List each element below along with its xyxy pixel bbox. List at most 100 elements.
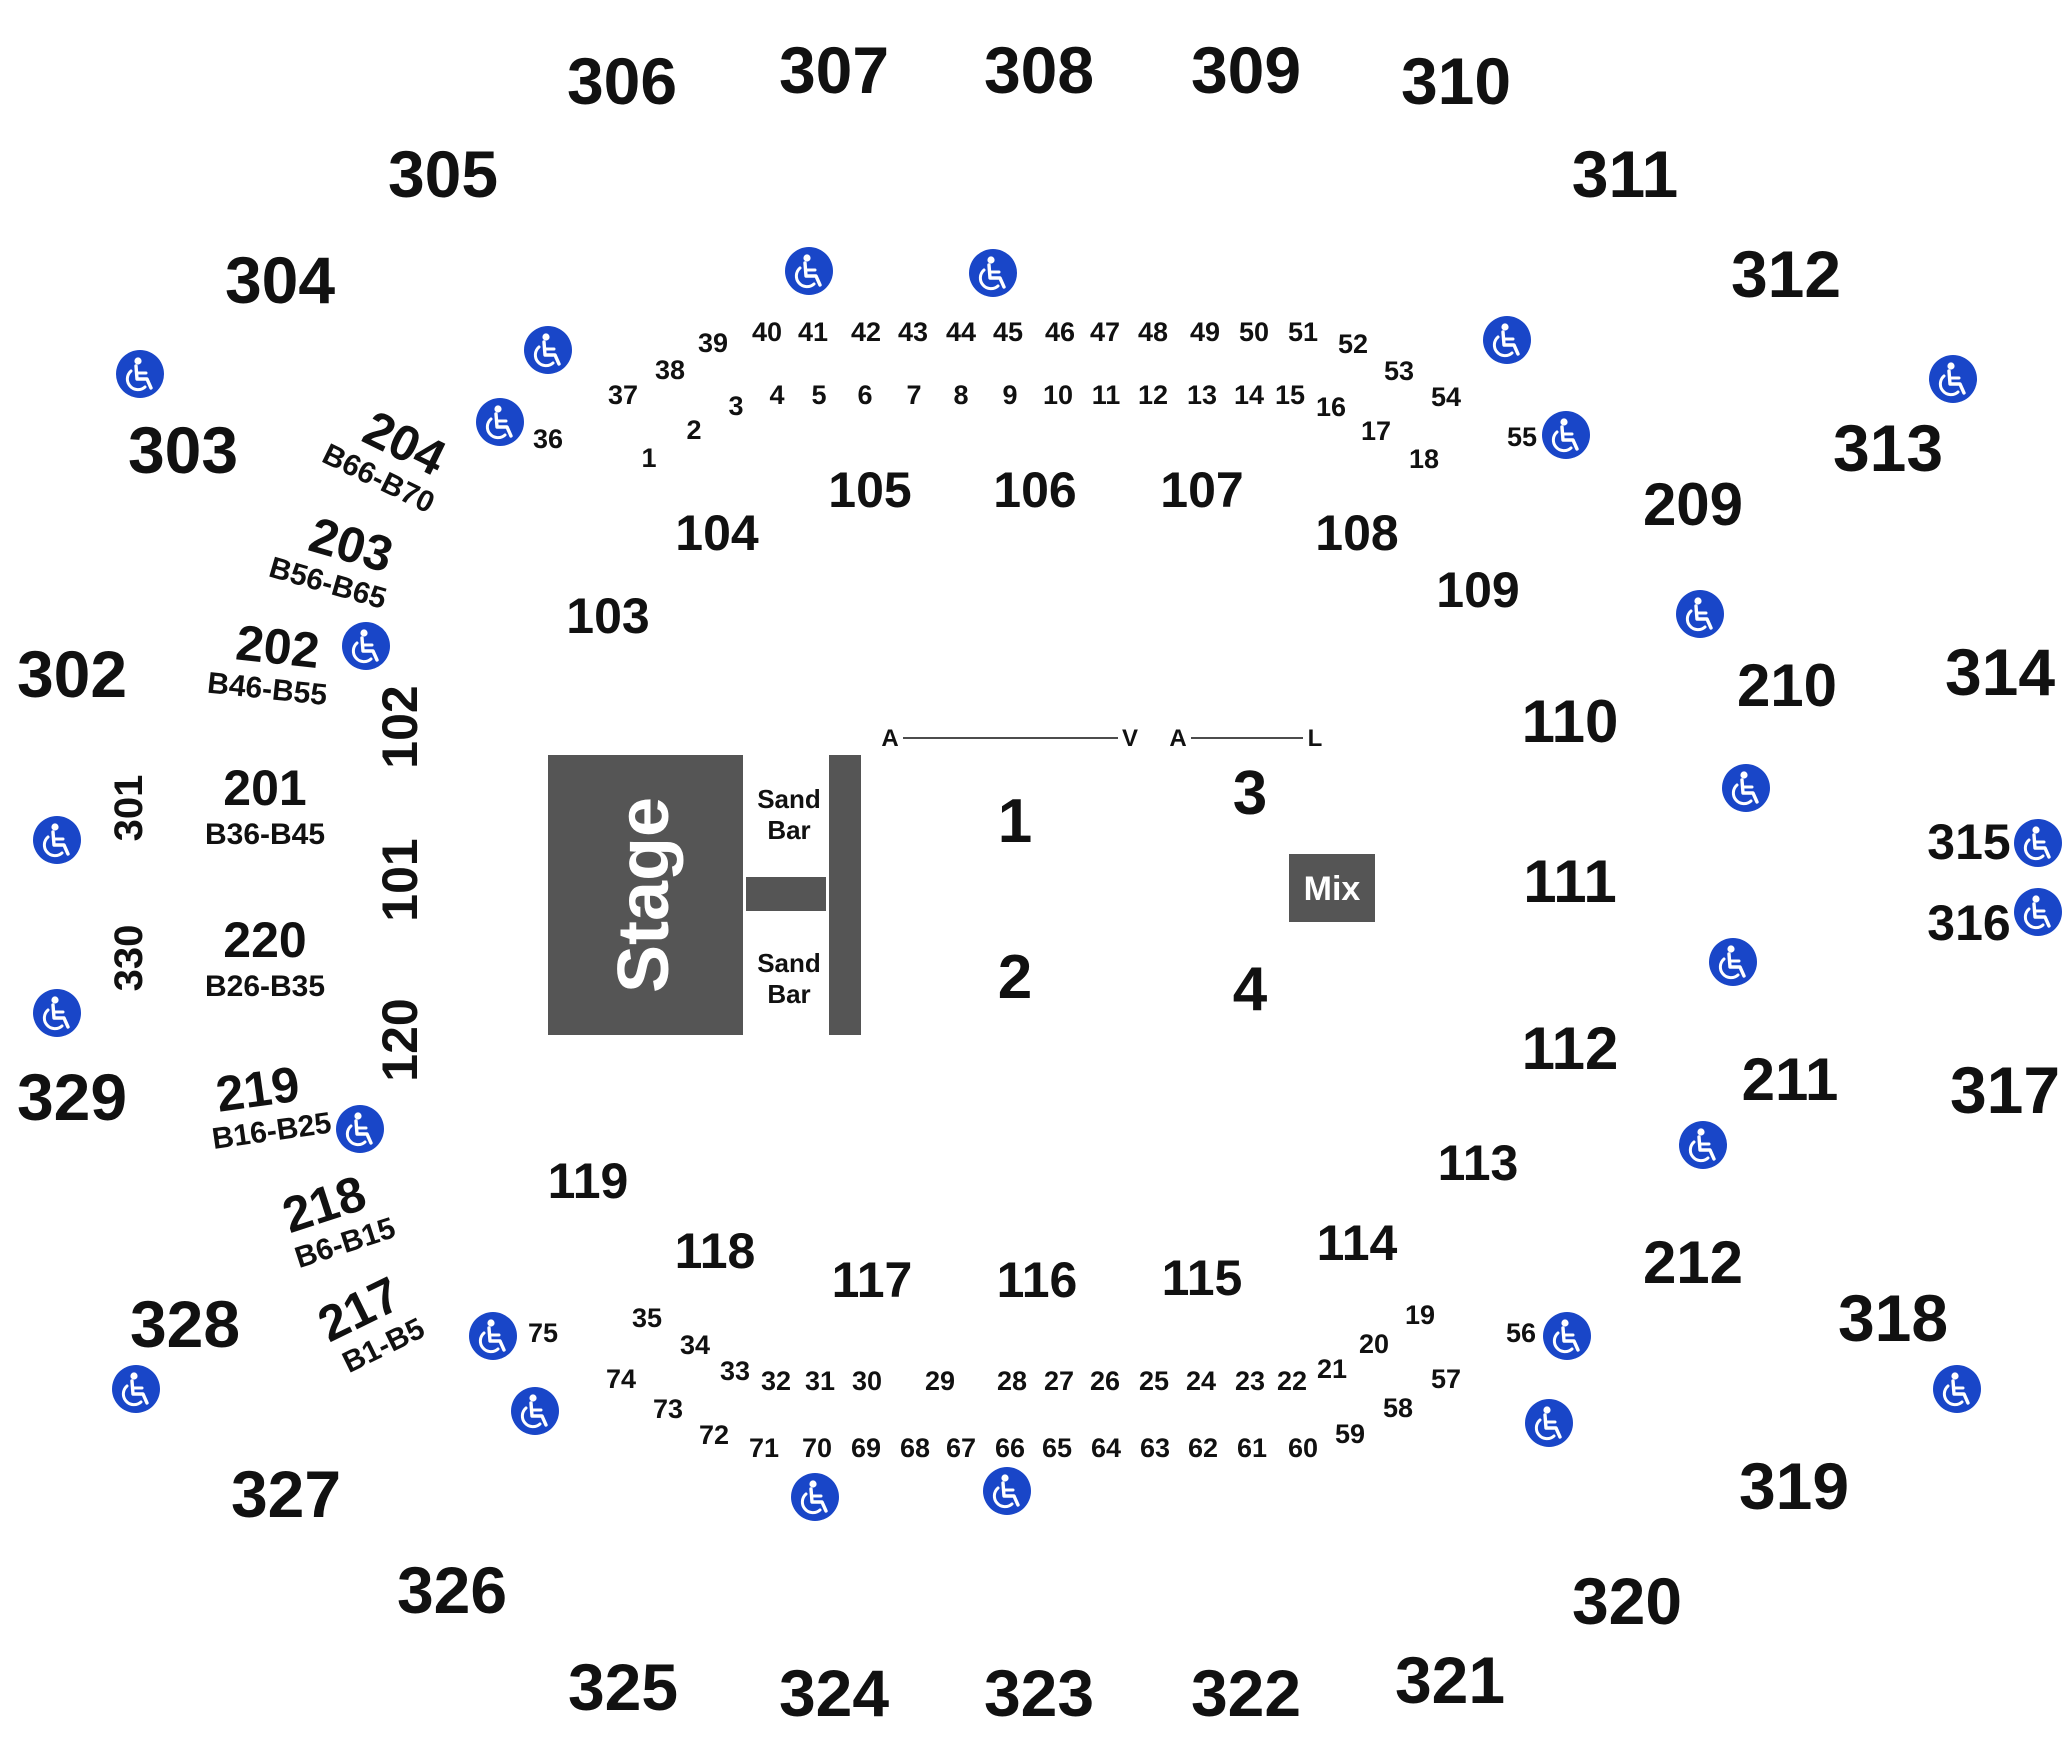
section-329[interactable]: 329 xyxy=(17,1060,127,1134)
box-34[interactable]: 34 xyxy=(680,1330,710,1360)
section-109[interactable]: 109 xyxy=(1436,562,1519,618)
section-309[interactable]: 309 xyxy=(1191,33,1301,107)
section-311[interactable]: 311 xyxy=(1572,137,1678,211)
section-326[interactable]: 326 xyxy=(397,1553,507,1627)
section-313[interactable]: 313 xyxy=(1833,411,1943,485)
box-49[interactable]: 49 xyxy=(1190,317,1220,347)
box-29[interactable]: 29 xyxy=(925,1366,955,1396)
box-68[interactable]: 68 xyxy=(900,1433,930,1463)
section-318[interactable]: 318 xyxy=(1838,1281,1948,1355)
wheelchair-icon[interactable] xyxy=(981,1465,1033,1517)
section-106[interactable]: 106 xyxy=(993,462,1076,518)
box-63[interactable]: 63 xyxy=(1140,1433,1170,1463)
box-2[interactable]: 2 xyxy=(686,415,701,445)
floor-section-1[interactable]: 1 xyxy=(998,787,1032,856)
section-120[interactable]: 120 xyxy=(372,998,428,1081)
box-44[interactable]: 44 xyxy=(946,317,976,347)
box-72[interactable]: 72 xyxy=(699,1420,729,1450)
section-316[interactable]: 316 xyxy=(1927,895,2010,951)
wheelchair-icon[interactable] xyxy=(509,1385,561,1437)
box-28[interactable]: 28 xyxy=(997,1366,1027,1396)
wheelchair-icon[interactable] xyxy=(783,245,835,297)
section-114[interactable]: 114 xyxy=(1317,1215,1398,1271)
box-5[interactable]: 5 xyxy=(811,380,826,410)
wheelchair-icon[interactable] xyxy=(2012,886,2064,938)
box-17[interactable]: 17 xyxy=(1361,416,1391,446)
section-112[interactable]: 112 xyxy=(1522,1015,1619,1082)
wheelchair-icon[interactable] xyxy=(467,1310,519,1362)
box-66[interactable]: 66 xyxy=(995,1433,1025,1463)
wheelchair-icon[interactable] xyxy=(110,1363,162,1415)
section-307[interactable]: 307 xyxy=(779,33,889,107)
box-47[interactable]: 47 xyxy=(1090,317,1120,347)
section-115[interactable]: 115 xyxy=(1162,1250,1243,1306)
box-24[interactable]: 24 xyxy=(1186,1366,1216,1396)
wheelchair-icon[interactable] xyxy=(1707,936,1759,988)
box-46[interactable]: 46 xyxy=(1045,317,1075,347)
section-324[interactable]: 324 xyxy=(779,1656,889,1730)
section-219[interactable]: 219 xyxy=(213,1056,303,1123)
section-312[interactable]: 312 xyxy=(1731,237,1841,311)
box-1[interactable]: 1 xyxy=(641,443,656,473)
box-45[interactable]: 45 xyxy=(993,317,1023,347)
box-19[interactable]: 19 xyxy=(1405,1300,1435,1330)
box-27[interactable]: 27 xyxy=(1044,1366,1074,1396)
box-8[interactable]: 8 xyxy=(953,380,968,410)
box-40[interactable]: 40 xyxy=(752,317,782,347)
box-13[interactable]: 13 xyxy=(1187,380,1217,410)
box-38[interactable]: 38 xyxy=(655,355,685,385)
box-65[interactable]: 65 xyxy=(1042,1433,1072,1463)
section-319[interactable]: 319 xyxy=(1739,1449,1849,1523)
box-16[interactable]: 16 xyxy=(1316,392,1346,422)
box-35[interactable]: 35 xyxy=(632,1303,662,1333)
box-33[interactable]: 33 xyxy=(720,1356,750,1386)
section-301[interactable]: 301 xyxy=(107,775,151,842)
box-42[interactable]: 42 xyxy=(851,317,881,347)
box-37[interactable]: 37 xyxy=(608,380,638,410)
wheelchair-icon[interactable] xyxy=(2012,817,2064,869)
section-105[interactable]: 105 xyxy=(828,462,911,518)
box-57[interactable]: 57 xyxy=(1431,1364,1461,1394)
box-12[interactable]: 12 xyxy=(1138,380,1168,410)
section-210[interactable]: 210 xyxy=(1737,652,1837,719)
section-308[interactable]: 308 xyxy=(984,33,1094,107)
box-3[interactable]: 3 xyxy=(728,391,743,421)
section-111[interactable]: 111 xyxy=(1523,848,1617,915)
wheelchair-icon[interactable] xyxy=(1540,409,1592,461)
wheelchair-icon[interactable] xyxy=(1720,762,1772,814)
box-30[interactable]: 30 xyxy=(852,1366,882,1396)
box-6[interactable]: 6 xyxy=(857,380,872,410)
section-110[interactable]: 110 xyxy=(1522,688,1619,755)
box-10[interactable]: 10 xyxy=(1043,380,1073,410)
wheelchair-icon[interactable] xyxy=(31,814,83,866)
box-15[interactable]: 15 xyxy=(1275,380,1305,410)
section-328[interactable]: 328 xyxy=(130,1287,240,1361)
floor-section-3[interactable]: 3 xyxy=(1233,759,1267,828)
box-71[interactable]: 71 xyxy=(749,1433,779,1463)
section-304[interactable]: 304 xyxy=(225,243,335,317)
box-26[interactable]: 26 xyxy=(1090,1366,1120,1396)
box-43[interactable]: 43 xyxy=(898,317,928,347)
section-302[interactable]: 302 xyxy=(17,637,127,711)
section-320[interactable]: 320 xyxy=(1572,1564,1682,1638)
wheelchair-icon[interactable] xyxy=(1674,588,1726,640)
box-32[interactable]: 32 xyxy=(761,1366,791,1396)
box-56[interactable]: 56 xyxy=(1506,1318,1536,1348)
section-315[interactable]: 315 xyxy=(1927,814,2010,870)
section-330[interactable]: 330 xyxy=(107,925,151,992)
box-21[interactable]: 21 xyxy=(1317,1354,1347,1384)
section-306[interactable]: 306 xyxy=(567,44,677,118)
box-50[interactable]: 50 xyxy=(1239,317,1269,347)
section-317[interactable]: 317 xyxy=(1950,1053,2060,1127)
wheelchair-icon[interactable] xyxy=(1677,1119,1729,1171)
section-104[interactable]: 104 xyxy=(675,505,759,561)
box-18[interactable]: 18 xyxy=(1409,444,1439,474)
section-212[interactable]: 212 xyxy=(1643,1229,1743,1296)
section-220[interactable]: 220 xyxy=(223,912,306,968)
section-211[interactable]: 211 xyxy=(1742,1046,1839,1113)
wheelchair-icon[interactable] xyxy=(474,396,526,448)
box-62[interactable]: 62 xyxy=(1188,1433,1218,1463)
box-64[interactable]: 64 xyxy=(1091,1433,1121,1463)
wheelchair-icon[interactable] xyxy=(789,1471,841,1523)
box-22[interactable]: 22 xyxy=(1277,1366,1307,1396)
